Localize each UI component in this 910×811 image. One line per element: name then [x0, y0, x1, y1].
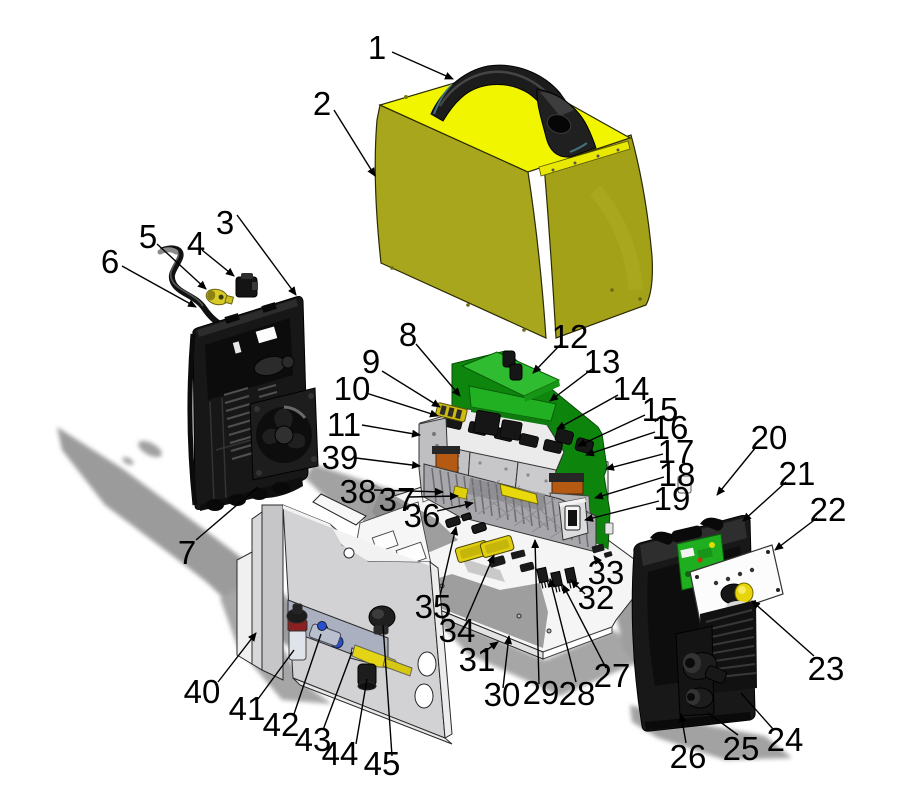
- svg-text:20: 20: [751, 419, 788, 456]
- svg-text:10: 10: [334, 370, 371, 407]
- svg-text:30: 30: [484, 676, 521, 713]
- svg-text:26: 26: [670, 738, 707, 775]
- svg-text:17: 17: [658, 433, 695, 470]
- svg-text:42: 42: [263, 706, 300, 743]
- svg-text:38: 38: [340, 473, 377, 510]
- svg-text:8: 8: [399, 316, 417, 353]
- svg-text:24: 24: [767, 721, 804, 758]
- svg-text:34: 34: [439, 612, 476, 649]
- svg-text:14: 14: [613, 370, 650, 407]
- svg-text:29: 29: [523, 674, 560, 711]
- svg-text:45: 45: [364, 745, 401, 782]
- svg-text:6: 6: [101, 243, 119, 280]
- svg-text:13: 13: [584, 343, 621, 380]
- svg-text:22: 22: [810, 491, 847, 528]
- svg-text:19: 19: [654, 480, 691, 517]
- svg-text:15: 15: [642, 391, 679, 428]
- svg-text:21: 21: [779, 455, 816, 492]
- svg-text:27: 27: [594, 657, 631, 694]
- svg-text:28: 28: [559, 675, 596, 712]
- svg-text:1: 1: [368, 29, 386, 66]
- svg-text:16: 16: [652, 409, 689, 446]
- svg-text:33: 33: [588, 554, 625, 591]
- svg-text:40: 40: [184, 673, 221, 710]
- svg-text:18: 18: [659, 456, 696, 493]
- svg-text:35: 35: [415, 588, 452, 625]
- svg-text:31: 31: [459, 641, 496, 678]
- svg-text:7: 7: [178, 534, 196, 571]
- svg-text:9: 9: [362, 343, 380, 380]
- svg-text:36: 36: [404, 497, 441, 534]
- svg-text:25: 25: [723, 730, 760, 767]
- svg-text:37: 37: [379, 481, 416, 518]
- svg-text:5: 5: [139, 218, 157, 255]
- svg-text:43: 43: [295, 721, 332, 758]
- svg-text:11: 11: [327, 406, 361, 443]
- svg-text:23: 23: [808, 650, 845, 687]
- svg-text:12: 12: [552, 318, 589, 355]
- svg-text:41: 41: [229, 690, 266, 727]
- svg-text:3: 3: [216, 204, 234, 241]
- svg-text:32: 32: [578, 579, 615, 616]
- svg-text:44: 44: [322, 735, 359, 772]
- svg-text:4: 4: [187, 225, 205, 262]
- svg-text:39: 39: [322, 439, 359, 476]
- svg-text:2: 2: [313, 85, 331, 122]
